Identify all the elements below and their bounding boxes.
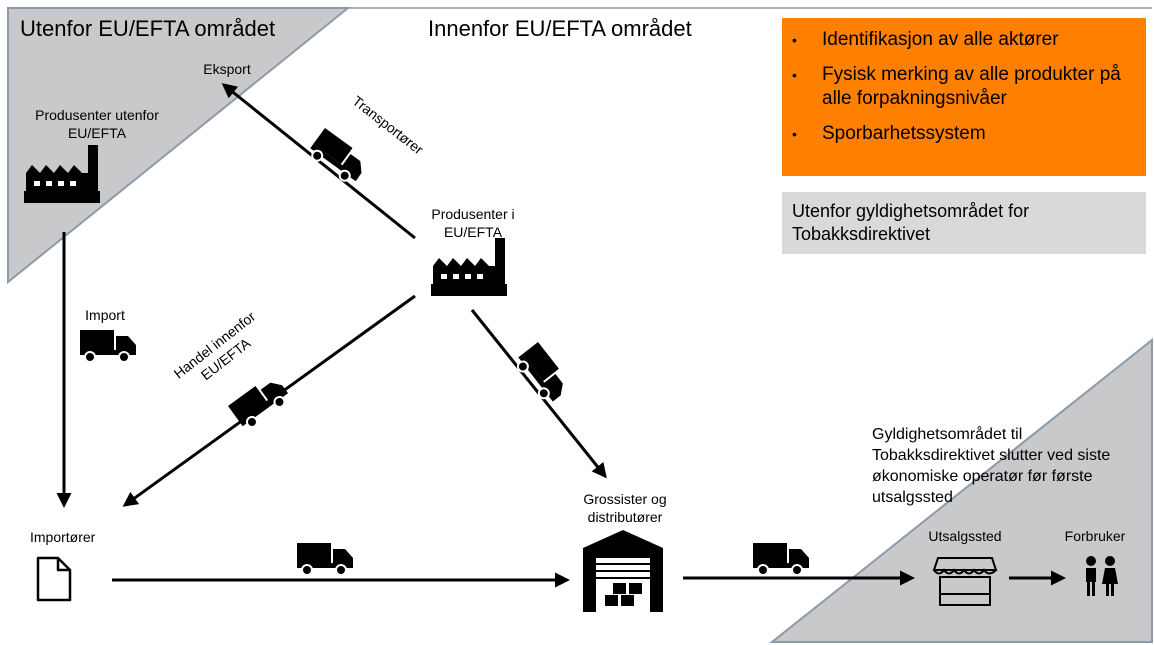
retail-label: Utsalgssted [928, 528, 1002, 544]
export-arrow [221, 83, 416, 240]
scope-note: Gyldighetsområdet til Tobakksdirektivet … [872, 426, 1111, 506]
wholesalers-label: Grossister og distributører [583, 491, 667, 525]
legend-item: Fysisk merking av alle produkter på alle… [782, 63, 1146, 111]
legend-item: Sporbarhetssystem [782, 122, 1146, 146]
legend-item: Identifikasjon av alle aktører [782, 28, 1146, 52]
shop-icon [932, 557, 998, 606]
consumer-label: Forbruker [1064, 528, 1126, 544]
truck-icon [752, 542, 810, 576]
importers-label: Importører [30, 529, 96, 545]
legend-gray-box: Utenfor gyldighetsområdet for Tobakksdir… [782, 192, 1146, 254]
inside-region-title: Innenfor EU/EFTA området [428, 16, 692, 41]
truck-icon [296, 542, 354, 576]
producers-outside-label: Produsenter utenfor EU/EFTA [35, 107, 159, 141]
document-icon [36, 556, 72, 602]
import-label: Import [85, 307, 125, 323]
factory-icon [431, 238, 507, 296]
warehouse-icon [583, 530, 663, 612]
outside-eu-region [7, 7, 351, 285]
directive-scope-end-region [769, 337, 1153, 643]
legend-orange-box: Identifikasjon av alle aktører Fysisk me… [782, 18, 1146, 176]
producers-inside-label: Produsenter i EU/EFTA [431, 206, 515, 240]
legend-gray-text: Utenfor gyldighetsområdet for Tobakksdir… [792, 201, 1030, 244]
truck-icon [79, 329, 137, 363]
outside-region-title: Utenfor EU/EFTA området [20, 16, 276, 41]
export-label: Eksport [203, 61, 251, 77]
people-icon [1086, 556, 1118, 596]
